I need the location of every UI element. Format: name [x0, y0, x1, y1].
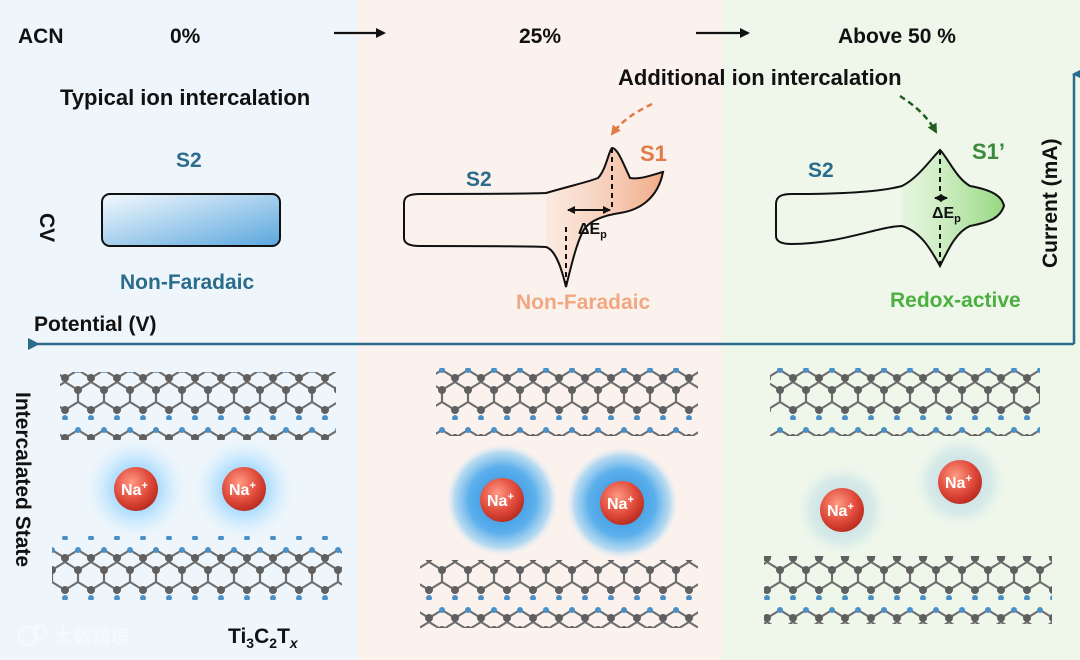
panel1-cv-rectangle [101, 193, 281, 247]
panel2-cv-curve [403, 146, 665, 288]
acn-0pct: 0% [170, 25, 201, 48]
sodium-ion [114, 467, 158, 511]
ion-label: Na+ [487, 491, 514, 510]
sodium-ion [222, 467, 266, 511]
watermark: 大数跨境 [18, 625, 130, 648]
sodium-ion [938, 460, 982, 504]
panel1-title: Typical ion intercalation [60, 85, 310, 110]
column-bg-25pct [358, 0, 722, 660]
panel2-s1-label: S1 [640, 141, 667, 166]
panel3-intercalation-arrow [899, 94, 938, 134]
panel2-caption: Non-Faradaic [516, 291, 651, 314]
panel2-delta-ep-label: ΔEp [578, 221, 607, 241]
mxene-sheet-bottom-col1 [52, 536, 342, 604]
panel2-intercalation-arrow [610, 102, 653, 136]
panel3-s2-label: S2 [808, 159, 834, 182]
panel3-cv-faradaic-fill [902, 150, 1004, 266]
cv-row-label: CV [35, 213, 58, 242]
sodium-ion [820, 488, 864, 532]
panel1-caption: Non-Faradaic [120, 271, 255, 294]
panel3-s1-label: S1’ [972, 139, 1005, 164]
mxene-sheet-top-col2 [436, 368, 698, 436]
panel2-cv-faradaic-fill [546, 148, 663, 287]
column-bg-50pct [722, 0, 1080, 660]
panel2-s2-label: S2 [466, 168, 492, 191]
sodium-ion [480, 478, 524, 522]
material-formula: Ti3C2Tx [228, 625, 299, 651]
panel3-caption: Redox-active [890, 289, 1021, 312]
panel3-delta-ep-label: ΔEp [932, 205, 961, 225]
ion-label: Na+ [945, 473, 972, 492]
mxene-sheet-top-col3 [770, 368, 1040, 436]
sodium-ion [600, 481, 644, 525]
acn-label: ACN [18, 25, 64, 48]
ion-label: Na+ [229, 480, 256, 499]
intercalated-state-label: Intercalated State [11, 392, 34, 567]
mxene-sheet-top-col1 [60, 372, 336, 440]
current-axis-label: Current (mA) [1039, 139, 1062, 269]
ion-label: Na+ [121, 480, 148, 499]
acn-above50pct: Above 50 % [838, 25, 956, 48]
mxene-sheet-bottom-col3 [764, 556, 1052, 624]
watermark-logo-icon [18, 626, 38, 646]
panel1-s2-label: S2 [176, 149, 202, 172]
potential-axis-label: Potential (V) [34, 313, 157, 336]
mxene-sheet-bottom-col2 [420, 560, 698, 628]
panel3-cv-curve [775, 148, 1006, 269]
ion-label: Na+ [827, 501, 854, 520]
ion-label: Na+ [607, 494, 634, 513]
watermark-text: 大数跨境 [54, 626, 130, 648]
panel3-title: Additional ion intercalation [618, 65, 902, 90]
acn-25pct: 25% [519, 25, 561, 48]
